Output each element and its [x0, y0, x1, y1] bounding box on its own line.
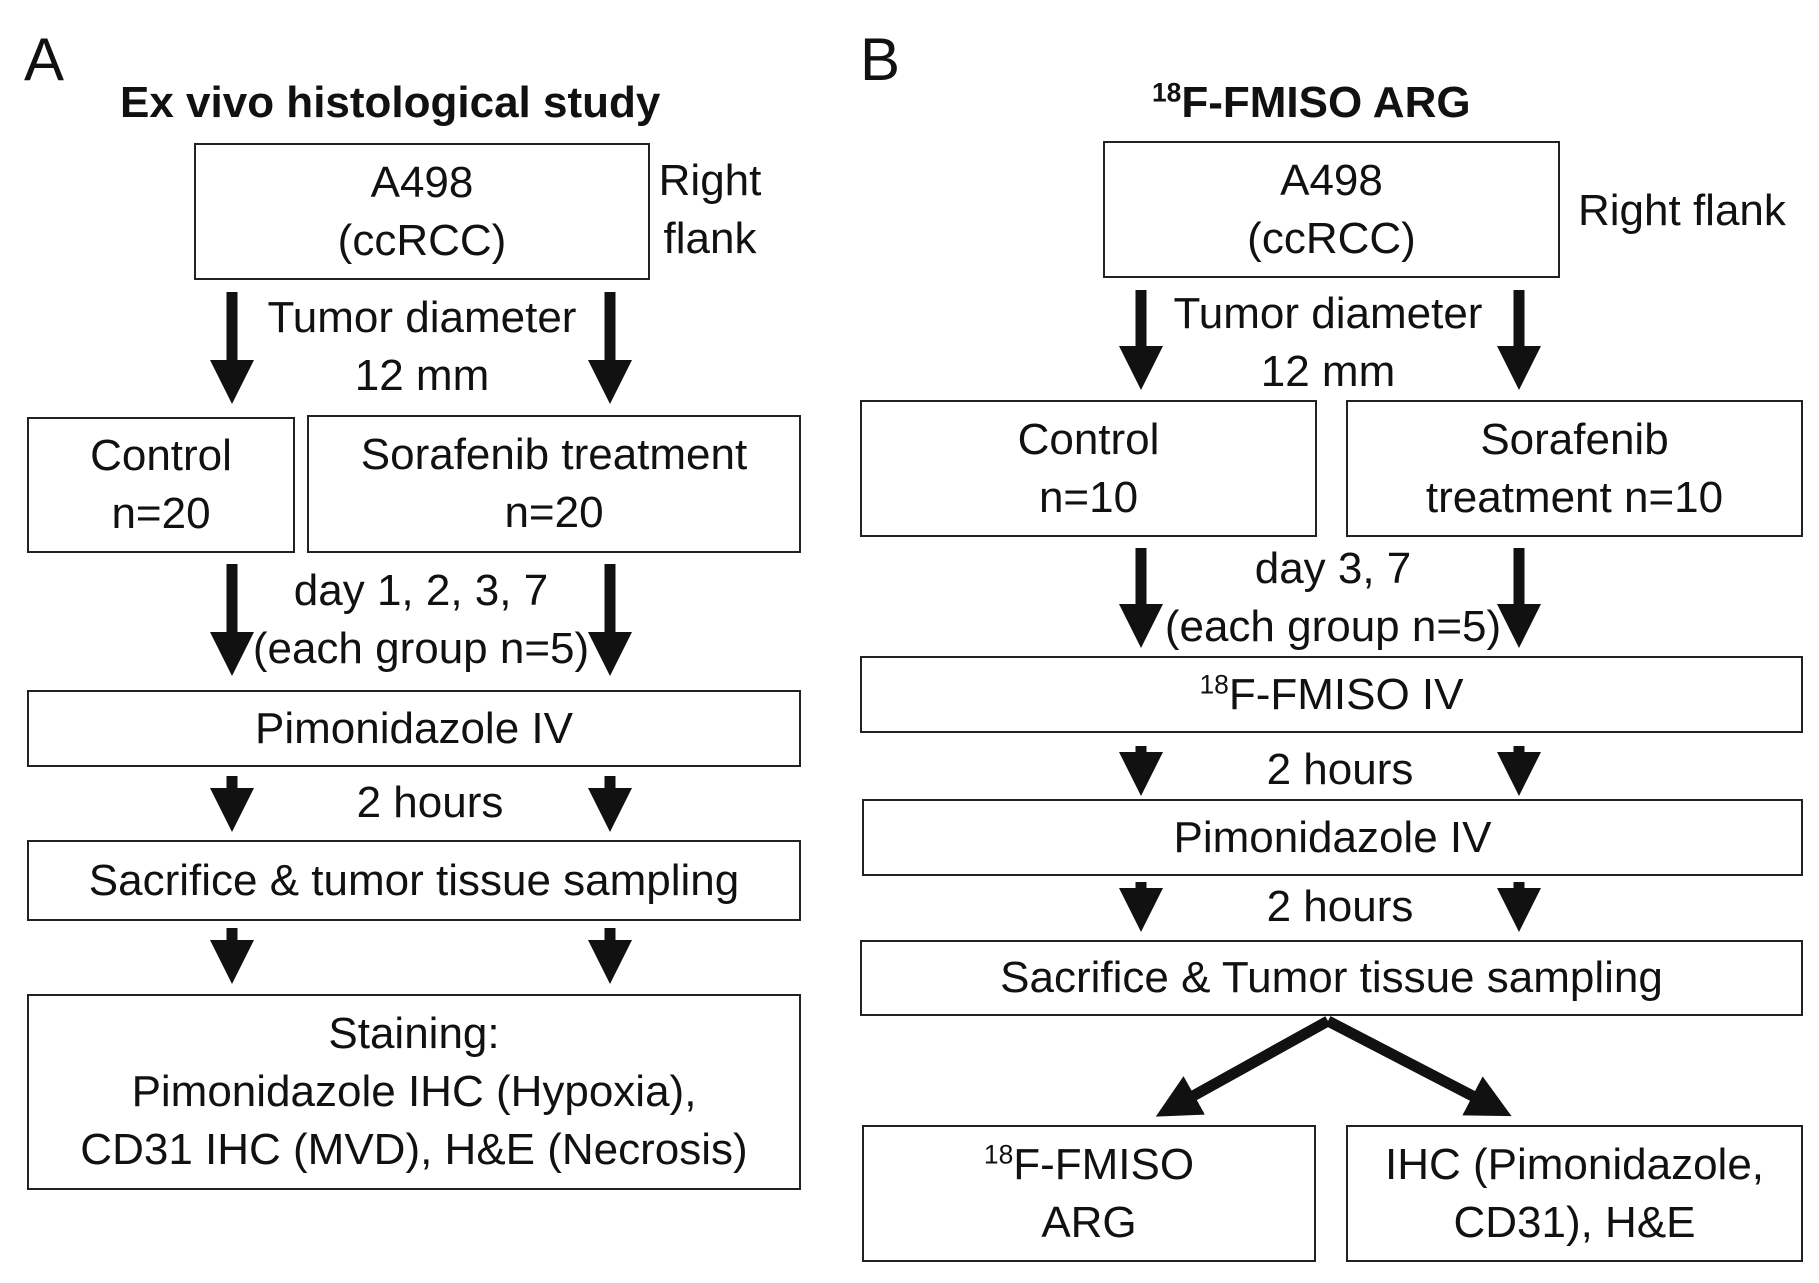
- treatment-n: n=20: [504, 488, 604, 537]
- cell-line-name: A498: [1280, 155, 1383, 205]
- cell-line-type: (ccRCC): [337, 215, 507, 265]
- arrow-b-branch-right: [1325, 1016, 1512, 1117]
- panel-b-cell-line-box: A498 (ccRCC): [1103, 141, 1560, 278]
- treatment-label: Sorafenib: [1480, 414, 1669, 464]
- control-label: Control: [90, 431, 232, 480]
- panel-b-pimonidazole-box: Pimonidazole IV: [862, 799, 1803, 876]
- panel-b-site-label: Right flank: [1578, 182, 1786, 240]
- panel-b-fmiso-injection-box: 18F-FMISO IV: [860, 656, 1803, 733]
- site-label-line1: Right: [658, 156, 762, 205]
- arg-tracer-text: F-FMISO: [1013, 1139, 1195, 1189]
- control-n: n=20: [111, 489, 211, 538]
- sacrifice-label: Sacrifice & Tumor tissue sampling: [1000, 953, 1663, 1002]
- panel-b-step1-label: Tumor diameter 12 mm: [1158, 285, 1498, 401]
- panel-b-step2-label: day 3, 7 (each group n=5): [1138, 540, 1528, 656]
- days-label: day 3, 7: [1254, 544, 1412, 593]
- panel-a-title: Ex vivo histological study: [120, 78, 661, 127]
- panel-b-sacrifice-box: Sacrifice & Tumor tissue sampling: [860, 940, 1803, 1016]
- arg-line1: 18F-FMISO: [984, 1136, 1194, 1194]
- fmiso-injection-label: 18F-FMISO IV: [1199, 666, 1463, 724]
- panel-a-control-box: Control n=20: [27, 417, 295, 553]
- isotope-superscript: 18: [1199, 668, 1229, 699]
- staining-line-cd31: CD31 IHC (MVD), H&E (Necrosis): [80, 1125, 748, 1174]
- ihc-line2: CD31), H&E: [1453, 1197, 1696, 1247]
- panel-a-treatment-box: Sorafenib treatment n=20: [307, 415, 801, 553]
- interval-label: 2 hours: [356, 778, 504, 827]
- interval-label: 2 hours: [1266, 745, 1414, 794]
- tumor-diameter-label: Tumor diameter: [267, 293, 577, 342]
- panel-b-treatment-box: Sorafenib treatment n=10: [1346, 400, 1803, 537]
- sacrifice-label: Sacrifice & tumor tissue sampling: [88, 855, 740, 905]
- panel-a-letter: A: [24, 26, 65, 93]
- panel-b-ihc-box: IHC (Pimonidazole, CD31), H&E: [1346, 1125, 1803, 1262]
- group-size-label: (each group n=5): [252, 624, 590, 673]
- control-label: Control: [1017, 414, 1160, 464]
- panel-b-letter: B: [860, 26, 901, 93]
- staining-heading: Staining:: [328, 1009, 500, 1058]
- treatment-n: treatment n=10: [1425, 472, 1724, 522]
- arg-line2: ARG: [1041, 1197, 1137, 1247]
- interval-label: 2 hours: [1266, 882, 1414, 931]
- isotope-superscript: 18: [983, 1138, 1014, 1169]
- panel-a-step2-label: day 1, 2, 3, 7 (each group n=5): [226, 562, 616, 678]
- ihc-line1: IHC (Pimonidazole,: [1384, 1139, 1765, 1189]
- panel-a-site-label: Right flank: [650, 152, 770, 268]
- title-tracer-text: F-FMISO ARG: [1181, 78, 1471, 127]
- panel-a-sacrifice-box: Sacrifice & tumor tissue sampling: [27, 840, 801, 921]
- cell-line-type: (ccRCC): [1247, 213, 1416, 263]
- panel-a-injection-box: Pimonidazole IV: [27, 690, 801, 767]
- cell-line-name: A498: [370, 157, 474, 207]
- panel-b-title: 18F-FMISO ARG: [1152, 78, 1471, 128]
- panel-a-cell-line-box: A498 (ccRCC): [194, 143, 650, 280]
- title-isotope-superscript: 18: [1152, 77, 1182, 108]
- panel-b-step4-label: 2 hours: [1240, 878, 1440, 936]
- panel-b-arg-box: 18F-FMISO ARG: [862, 1125, 1316, 1262]
- site-label-line2: flank: [663, 214, 757, 263]
- fmiso-injection-text: F-FMISO IV: [1228, 669, 1464, 719]
- panel-a-step1-label: Tumor diameter 12 mm: [252, 289, 592, 405]
- tumor-size-label: 12 mm: [354, 351, 490, 400]
- treatment-label: Sorafenib treatment: [360, 430, 748, 479]
- group-size-label: (each group n=5): [1164, 602, 1502, 651]
- control-n: n=10: [1038, 472, 1139, 522]
- days-label: day 1, 2, 3, 7: [293, 566, 549, 615]
- panel-a-step3-label: 2 hours: [330, 774, 530, 832]
- tumor-size-label: 12 mm: [1260, 347, 1396, 396]
- panel-b-step3-label: 2 hours: [1240, 741, 1440, 799]
- injection-label: Pimonidazole IV: [255, 703, 573, 753]
- site-label: Right flank: [1578, 186, 1786, 235]
- arrow-b-branch-left: [1155, 1016, 1331, 1117]
- pimonidazole-label: Pimonidazole IV: [1173, 812, 1492, 862]
- panel-a-staining-box: Staining: Pimonidazole IHC (Hypoxia), CD…: [27, 994, 801, 1190]
- staining-line-pimonidazole: Pimonidazole IHC (Hypoxia),: [131, 1067, 697, 1116]
- panel-b-control-box: Control n=10: [860, 400, 1317, 537]
- tumor-diameter-label: Tumor diameter: [1173, 289, 1483, 338]
